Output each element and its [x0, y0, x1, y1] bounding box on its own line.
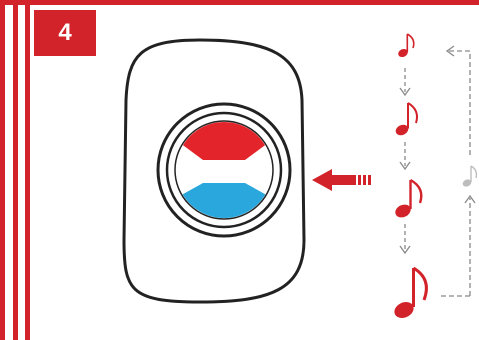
melody-note-icon-4: [392, 268, 427, 321]
melody-note-icon-1: [397, 34, 414, 59]
sequence-arrow-3: [400, 224, 410, 253]
melody-note-icon-3: [393, 180, 421, 220]
sequence-arrow-1: [400, 68, 410, 95]
loop-back-arrow: [441, 46, 475, 296]
sequence-arrow-2: [400, 142, 410, 169]
melody-note-icon-2: [394, 103, 417, 137]
faded-note-icon: [461, 166, 476, 188]
press-arrow-icon: [312, 169, 371, 191]
